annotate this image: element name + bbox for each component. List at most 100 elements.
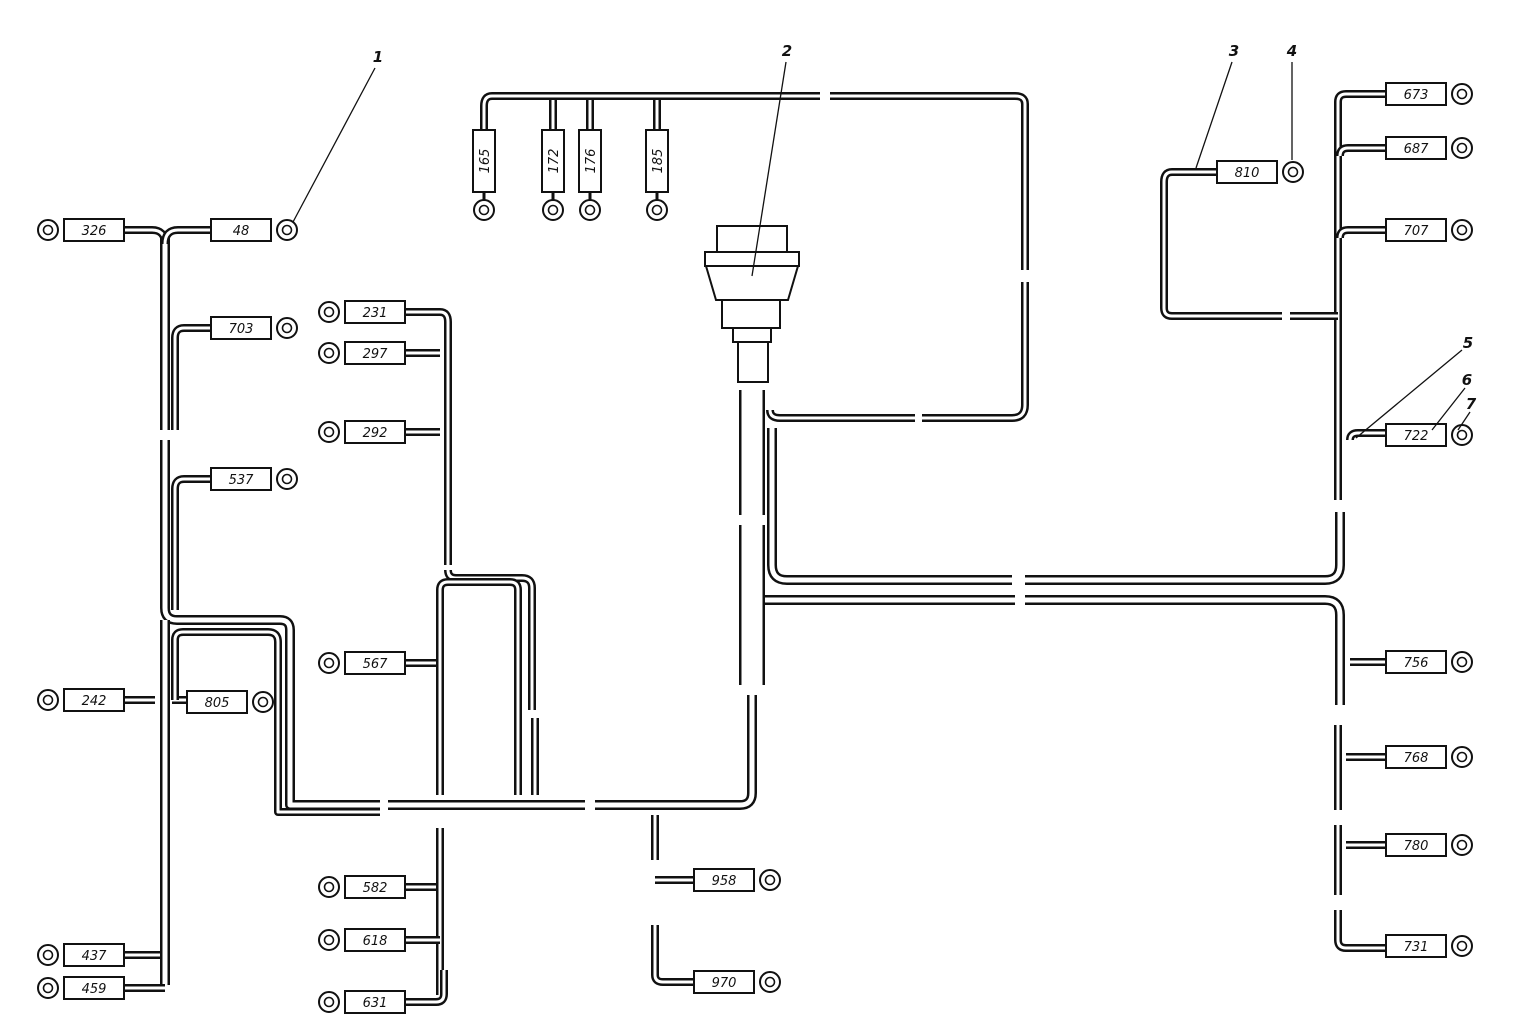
terminal-number: 231 — [363, 306, 388, 321]
terminal-number: 176 — [584, 149, 599, 174]
terminal-172: 172 — [541, 129, 565, 221]
terminal-810: 810 — [1216, 160, 1304, 184]
central-connector — [704, 225, 800, 383]
terminal-number: 958 — [712, 874, 737, 889]
lug-hole — [1456, 940, 1468, 952]
terminal-number: 722 — [1404, 429, 1429, 444]
terminal-number: 768 — [1404, 751, 1429, 766]
terminal-768: 768 — [1385, 745, 1473, 769]
wire-branch-687 — [1336, 144, 1386, 157]
wire-left-mid-trunk — [160, 440, 380, 810]
terminal-722: 722 — [1385, 423, 1473, 447]
leader-7 — [1457, 411, 1471, 431]
wire-branch-48 — [161, 226, 215, 245]
callout-7: 7 — [1466, 395, 1477, 413]
lug-hole — [323, 881, 335, 893]
terminal-459: 459 — [37, 976, 125, 1000]
lug-hole — [323, 934, 335, 946]
label-sleeve — [1385, 934, 1447, 958]
lug-hole — [323, 657, 335, 669]
label-sleeve — [344, 651, 406, 675]
terminal-970: 970 — [693, 970, 781, 994]
lug-hole — [1456, 839, 1468, 851]
terminal-number: 780 — [1404, 839, 1429, 854]
connector-flange — [704, 251, 800, 267]
lug-hole — [323, 996, 335, 1008]
label-sleeve — [1385, 745, 1447, 769]
terminal-165: 165 — [472, 129, 496, 221]
wire-right-trunk-673 — [1334, 90, 1386, 500]
label-sleeve — [344, 341, 406, 365]
terminal-number: 242 — [82, 694, 107, 709]
label-sleeve — [344, 420, 406, 444]
lug-hole — [281, 473, 293, 485]
label-sleeve — [344, 928, 406, 952]
wire-branch-722 — [1346, 429, 1386, 441]
callout-6: 6 — [1462, 371, 1472, 389]
terminal-number: 673 — [1404, 88, 1429, 103]
wire-bundles — [120, 90, 1388, 1006]
terminal-707: 707 — [1385, 218, 1473, 242]
terminal-number: 707 — [1404, 224, 1430, 239]
callout-2: 2 — [782, 42, 792, 60]
terminal-number: 567 — [363, 657, 389, 672]
terminal-48: 48 — [210, 218, 298, 242]
leader-1 — [292, 67, 376, 223]
lug-hole — [281, 322, 293, 334]
lug-hole — [1456, 751, 1468, 763]
wire-loop-connector-a — [766, 409, 915, 422]
terminal-292: 292 — [318, 420, 406, 444]
terminal-number: 459 — [82, 982, 107, 997]
label-sleeve — [693, 970, 755, 994]
terminal-number: 165 — [478, 149, 493, 174]
wire-branch-731 — [1334, 910, 1388, 952]
lug-hole — [1456, 88, 1468, 100]
terminal-958: 958 — [693, 868, 781, 892]
label-sleeve — [344, 300, 406, 324]
terminal-326: 326 — [37, 218, 125, 242]
lug-hole — [281, 224, 293, 236]
leader-6 — [1431, 387, 1466, 431]
wire-branch-707 — [1336, 226, 1386, 239]
lug-hole — [547, 204, 559, 216]
lug-hole — [651, 204, 663, 216]
terminal-567: 567 — [318, 651, 406, 675]
wire-branch-231 — [405, 308, 452, 565]
label-sleeve — [210, 316, 272, 340]
label-sleeve — [1385, 218, 1447, 242]
callout-3: 3 — [1229, 42, 1239, 60]
lug-hole — [257, 696, 269, 708]
lug-hole — [764, 976, 776, 988]
terminal-731: 731 — [1385, 934, 1473, 958]
terminal-780: 780 — [1385, 833, 1473, 857]
leader-2 — [751, 61, 787, 277]
terminal-number: 172 — [547, 149, 562, 174]
terminal-231: 231 — [318, 300, 406, 324]
terminal-756: 756 — [1385, 650, 1473, 674]
terminal-297: 297 — [318, 341, 406, 365]
lug-hole — [42, 694, 54, 706]
lug-hole — [1456, 224, 1468, 236]
terminal-537: 537 — [210, 467, 298, 491]
label-sleeve — [1385, 136, 1447, 160]
label-sleeve — [186, 690, 248, 714]
callout-4: 4 — [1286, 42, 1297, 60]
terminal-number: 437 — [82, 949, 108, 964]
connector-collar — [732, 327, 772, 343]
label-sleeve — [1385, 82, 1447, 106]
wire-loop-left — [171, 628, 380, 816]
terminal-number: 537 — [229, 473, 255, 488]
wire-cross-lower-b — [1025, 595, 1345, 650]
terminal-number: 292 — [363, 426, 388, 441]
terminal-number: 970 — [712, 976, 737, 991]
connector-sleeve — [737, 341, 769, 383]
terminal-805: 805 — [186, 690, 274, 714]
terminal-number: 687 — [1404, 142, 1430, 157]
wire-loop-mid-b — [436, 578, 522, 795]
terminal-number: 756 — [1404, 656, 1429, 671]
lug-hole — [323, 306, 335, 318]
label-sleeve — [1385, 650, 1447, 674]
